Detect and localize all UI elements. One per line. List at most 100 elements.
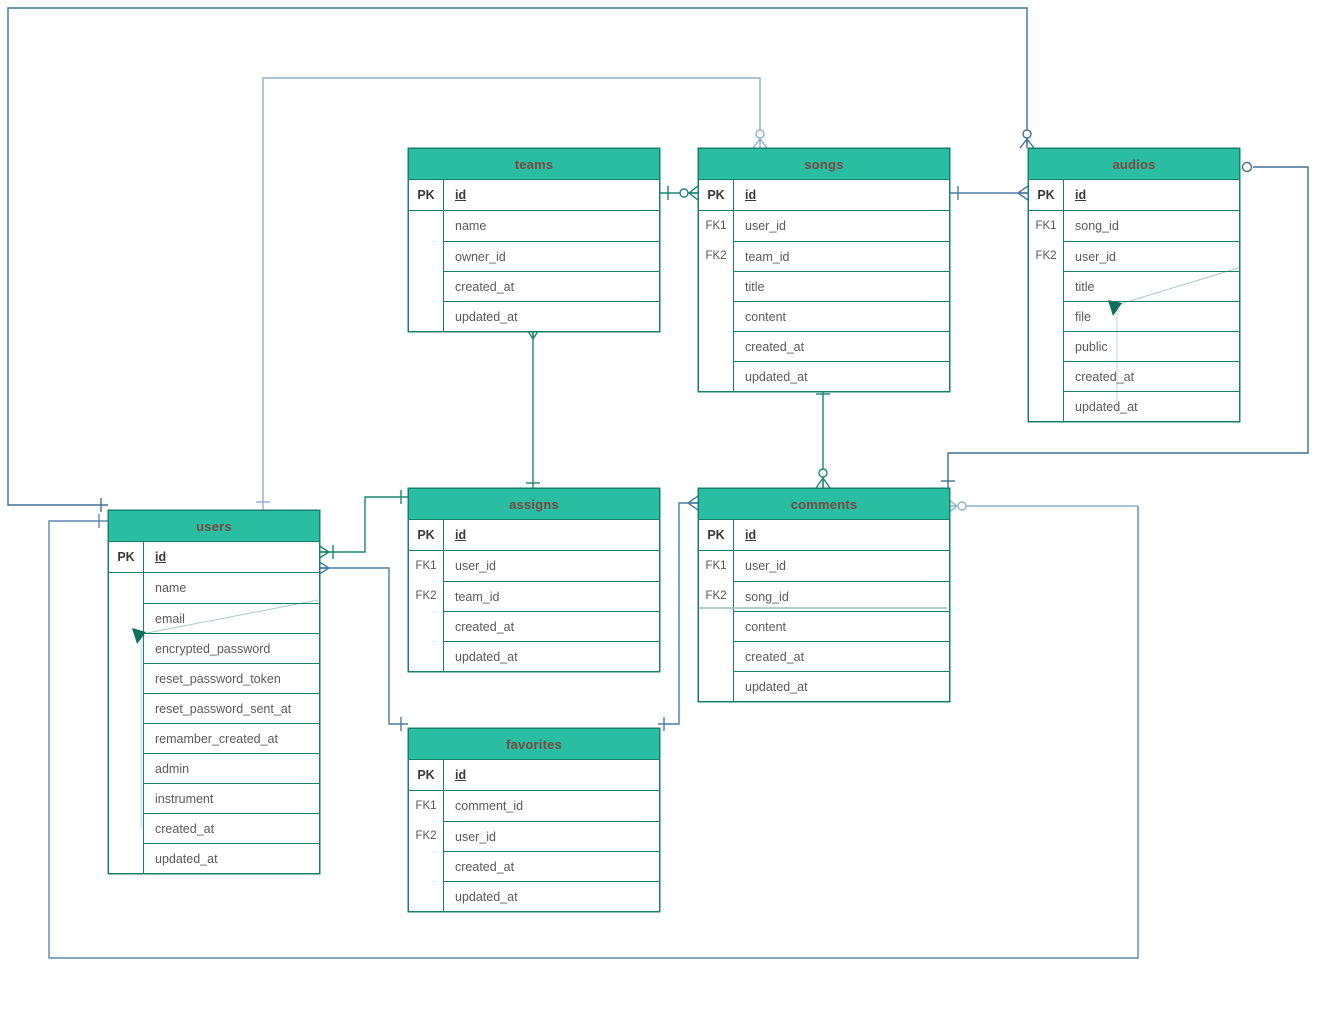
field-name: user_id: [455, 559, 496, 573]
field-name: updated_at: [733, 671, 949, 701]
field-name: file: [1063, 301, 1239, 331]
field-name: updated_at: [443, 641, 659, 671]
key-label: [699, 301, 733, 331]
field-name: user_id: [443, 821, 659, 851]
field-name: created_at: [443, 611, 659, 641]
table-row-users-instrument: instrument: [109, 783, 319, 813]
field-name: title: [1063, 271, 1239, 301]
key-label: [1029, 361, 1063, 391]
key-label: FK2: [415, 590, 437, 602]
table-row-songs-created_at: created_at: [699, 331, 949, 361]
field-name: reset_password_token: [143, 663, 319, 693]
field-name: team_id: [443, 581, 659, 611]
table-row-teams-created_at: created_at: [409, 271, 659, 301]
key-label: [409, 641, 443, 671]
field-name: team_id: [733, 241, 949, 271]
table-assigns-title: assigns: [509, 496, 559, 512]
field-name: created_at: [733, 641, 949, 671]
key-label: PK: [417, 528, 435, 542]
field-name: user_id: [1063, 241, 1239, 271]
table-row-comments-id: PK id: [699, 520, 949, 550]
key-label: [699, 611, 733, 641]
field-name: content: [733, 611, 949, 641]
table-row-comments-user_id: FK1 user_id: [699, 550, 949, 581]
table-comments-title: comments: [790, 496, 858, 512]
field-name: remamber_created_at: [143, 723, 319, 753]
field-name: name: [455, 219, 487, 233]
field-name: created_at: [1063, 361, 1239, 391]
key-label: [699, 671, 733, 701]
table-row-audios-public: public: [1029, 331, 1239, 361]
field-name: public: [1063, 331, 1239, 361]
table-favorites-title: favorites: [506, 736, 562, 752]
rel-users-assigns: [317, 490, 408, 560]
table-row-audios-created_at: created_at: [1029, 361, 1239, 391]
key-label: [699, 271, 733, 301]
field-name: created_at: [443, 851, 659, 881]
key-label: [409, 851, 443, 881]
key-label: [699, 641, 733, 671]
field-name: owner_id: [443, 241, 659, 271]
table-row-comments-created_at: created_at: [699, 641, 949, 671]
key-label: [409, 211, 443, 241]
table-audios-title: audios: [1112, 156, 1156, 172]
table-row-teams-name: name: [409, 210, 659, 241]
field-name: id: [1075, 188, 1087, 202]
table-row-audios-user_id: FK2 user_id: [1029, 241, 1239, 271]
table-comments-header: comments: [699, 489, 949, 520]
key-label: FK1: [1035, 220, 1057, 232]
key-label: PK: [707, 188, 725, 202]
field-name: song_id: [733, 581, 949, 611]
table-row-users-reset_password_token: reset_password_token: [109, 663, 319, 693]
table-row-favorites-created_at: created_at: [409, 851, 659, 881]
key-label: [699, 331, 733, 361]
key-label: FK1: [705, 220, 727, 232]
table-row-assigns-created_at: created_at: [409, 611, 659, 641]
field-name: created_at: [733, 331, 949, 361]
table-row-audios-title: title: [1029, 271, 1239, 301]
key-label: [1029, 391, 1063, 421]
table-row-songs-updated_at: updated_at: [699, 361, 949, 391]
field-name: comment_id: [455, 799, 524, 813]
table-audios-header: audios: [1029, 149, 1239, 180]
field-name: id: [745, 528, 757, 542]
field-name: encrypted_password: [143, 633, 319, 663]
key-label: [109, 753, 143, 783]
table-row-favorites-updated_at: updated_at: [409, 881, 659, 911]
key-label: [109, 783, 143, 813]
key-label: [109, 693, 143, 723]
field-name: updated_at: [443, 881, 659, 911]
key-label: FK1: [705, 560, 727, 572]
field-name: created_at: [443, 271, 659, 301]
table-users-header: users: [109, 511, 319, 542]
field-name: admin: [143, 753, 319, 783]
field-name: content: [733, 301, 949, 331]
rel-songs-audios: [948, 185, 1029, 201]
field-name: user_id: [745, 559, 786, 573]
table-row-users-name: name: [109, 572, 319, 603]
key-label: PK: [117, 550, 135, 564]
field-name: instrument: [143, 783, 319, 813]
key-label: [109, 813, 143, 843]
table-row-comments-updated_at: updated_at: [699, 671, 949, 701]
key-label: FK2: [1035, 250, 1057, 262]
key-label: PK: [707, 528, 725, 542]
